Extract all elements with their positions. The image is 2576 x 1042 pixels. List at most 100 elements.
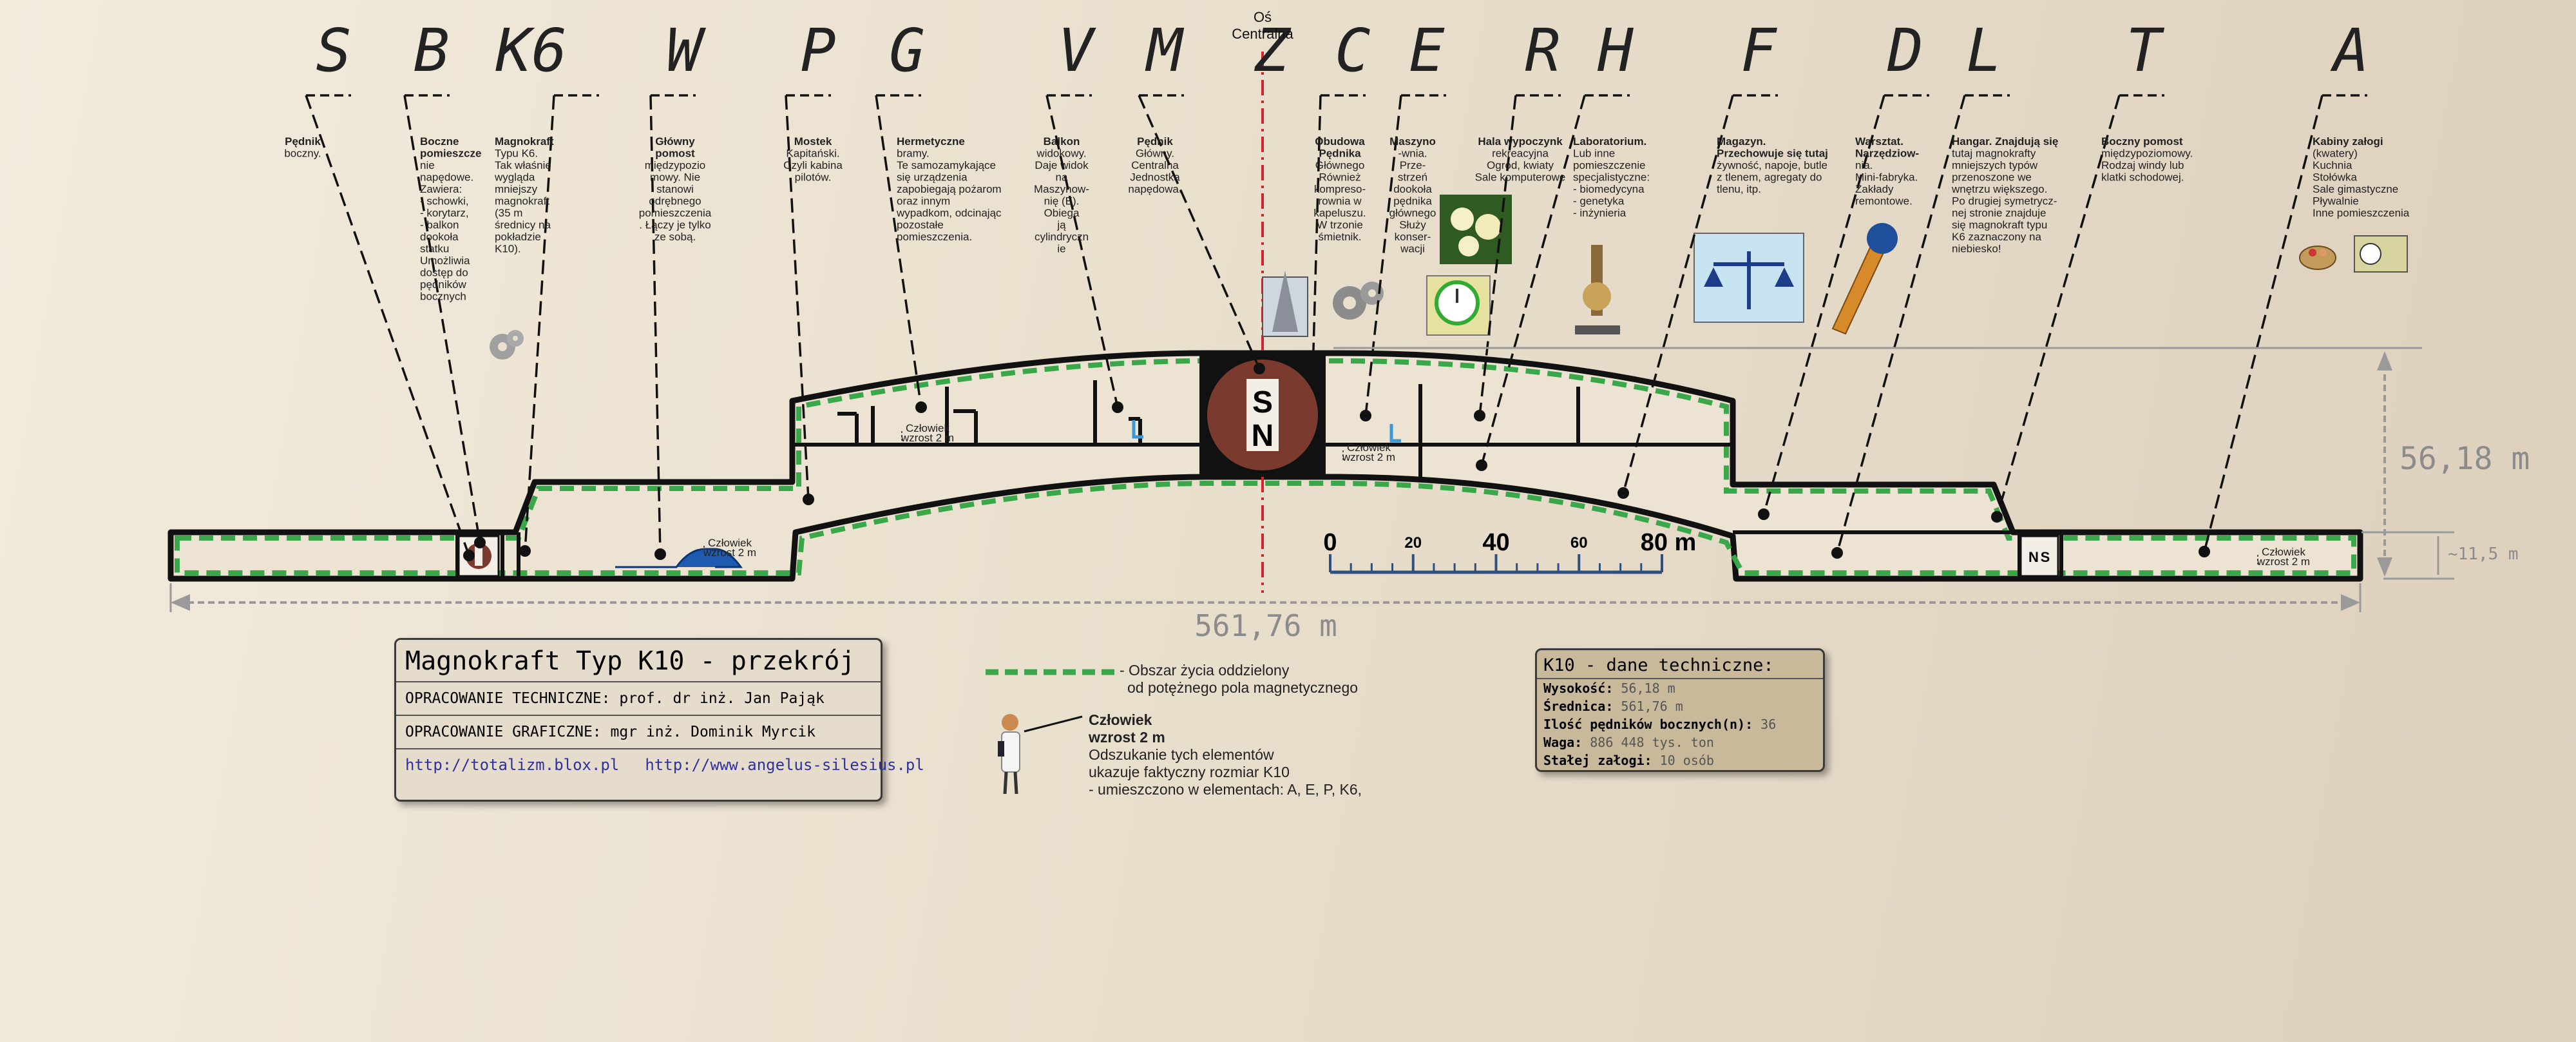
spec-row: Średnica: 561,76 m [1537,697,1823,715]
wrench-icon [1831,223,1898,335]
svg-text:wzrost 2 m: wzrost 2 m [2256,555,2310,568]
note-line: (kwatery) [2313,148,2358,160]
letter-d: D [1887,16,1923,85]
note-line: Również [1319,171,1360,184]
note-line: Sale komputerowe [1475,171,1566,184]
legend-human-sub: wzrost 2 m [1089,729,1165,746]
note-d: Warsztat.Narzędziow-nia.Mini-fabryka.Zak… [1855,135,1919,207]
note-line: Warsztat. [1855,135,1903,148]
leader-dot-m [1254,363,1265,374]
legend-desc-1: Odszukanie tych elementów [1089,746,1274,763]
note-line: K10). [495,243,521,255]
spec-key: Wysokość: [1543,680,1621,696]
note-line: magnokraft [495,195,549,207]
note-line: Magazyn. [1717,135,1766,148]
note-line: Pędnika [1319,148,1361,160]
letter-l: L [1966,16,2001,85]
spec-key: Ilość pędników bocznych(n): [1543,717,1761,732]
leader-dot-l [1831,547,1843,559]
note-line: Mostek [794,135,832,148]
axis-label-line1: Oś [1254,9,1272,25]
note-line: Te samozamykające [897,159,996,171]
note-line: Hermetyczne [897,135,965,148]
note-line: strzeń [1398,171,1427,184]
legend-desc-2: ukazuje faktyczny rozmiar K10 [1089,764,1290,780]
note-line: Obiega [1044,207,1080,219]
spec-row: Waga: 886 448 tys. ton [1537,733,1823,751]
link-totalizm[interactable]: http://totalizm.blox.pl [405,756,620,774]
leader-line-d [1762,95,1885,515]
leader-line-p [785,95,810,500]
note-line: pędnika [1393,195,1432,207]
letter-m: M [1145,16,1185,85]
note-line: pozostałe [897,219,944,231]
legend-human-title: Człowiek [1089,711,1152,728]
width-dimension: 561,76 m [169,583,2361,643]
note-line: (35 m [495,207,522,219]
note-line: ze sobą. [654,231,696,243]
leader-dot-t [1991,511,2003,523]
note-c: ObudowaPędnikaGłównegoRównieżkompreso-ro… [1313,135,1366,243]
magnet-pole-s: S [1252,385,1273,420]
leader-dot-c [1307,367,1319,378]
leader-line-h [1480,95,1586,466]
tech-credit-value: prof. dr inż. Jan Pająk [619,690,825,707]
note-e: Maszyno-wnia.Prze-strzeńdookołapędnikagł… [1389,135,1436,255]
diagram-title: Magnokraft Typ K10 - przekrój [396,640,881,682]
note-line: pilotów. [795,171,832,184]
gears-icon-small [490,330,524,360]
note-line: Po drugiej symetrycz- [1952,195,2057,207]
legend-desc-3: - umieszczono w elementach: A, E, P, K6, [1089,781,1362,798]
note-line: Przechowuje się tutaj [1717,148,1828,160]
note-line: Laboratorium. [1573,135,1646,148]
note-line: napędowe. [420,171,473,184]
note-line: konser- [1395,231,1431,243]
leader-dot-b [474,537,486,548]
height-dimension-label: 56,18 m [2399,441,2530,477]
legend-zone-line2: od potężnego pola magnetycznego [1127,679,1359,696]
note-line: nię (E). [1044,195,1080,207]
note-line: Zawiera: [420,183,462,195]
graph-credit: OPRACOWANIE GRAFICZNE: mgr inż. Dominik … [396,716,881,749]
spec-key: Średnica: [1543,699,1621,714]
note-line: się urządzenia [897,171,968,184]
tech-specs-box: K10 - dane techniczne: Wysokość: 56,18 m… [1535,648,1825,772]
note-line: żywność, napoje, butle [1717,159,1827,171]
note-line: Czyli kabina [783,159,843,171]
note-line: Zakłady [1855,183,1894,195]
small-height-label: ~11,5 m [2448,545,2519,564]
leader-line-c [1312,95,1322,373]
note-line: cylindryczn [1035,231,1089,243]
note-line: Boczne [420,135,459,148]
leader-dot-f [1617,487,1629,499]
main-propulsor-magnet: S N [1199,353,1326,477]
note-line: - korytarz, [420,207,469,219]
note-line: Lub inne [1573,148,1615,160]
note-line: ją [1056,219,1066,231]
leader-dot-s [463,550,475,561]
note-line: Jednostka [1130,171,1180,184]
note-line: statku [420,243,449,255]
note-line: międzypoziomowy. [2101,148,2193,160]
height-dimension: 56,18 m ~11,5 m [1333,347,2530,580]
svg-text:wzrost 2 m: wzrost 2 m [901,432,954,444]
letter-p: P [800,16,835,85]
note-line: bramy. [897,148,930,160]
gears-icon [1333,282,1384,320]
note-line: nie [420,159,435,171]
leader-line-b [403,95,481,543]
note-line: Główny. [1136,148,1174,160]
leader-dot-p [803,494,814,505]
link-angelus[interactable]: http://www.angelus-silesius.pl [645,756,924,774]
scale-label-0: 0 [1323,529,1337,556]
note-a: Kabiny załogi(kwatery)KuchniaStołówkaSal… [2313,135,2410,219]
note-line: stanowi [656,183,694,195]
leader-dot-v [1112,401,1123,413]
scale-label-1: 20 [1404,534,1422,552]
